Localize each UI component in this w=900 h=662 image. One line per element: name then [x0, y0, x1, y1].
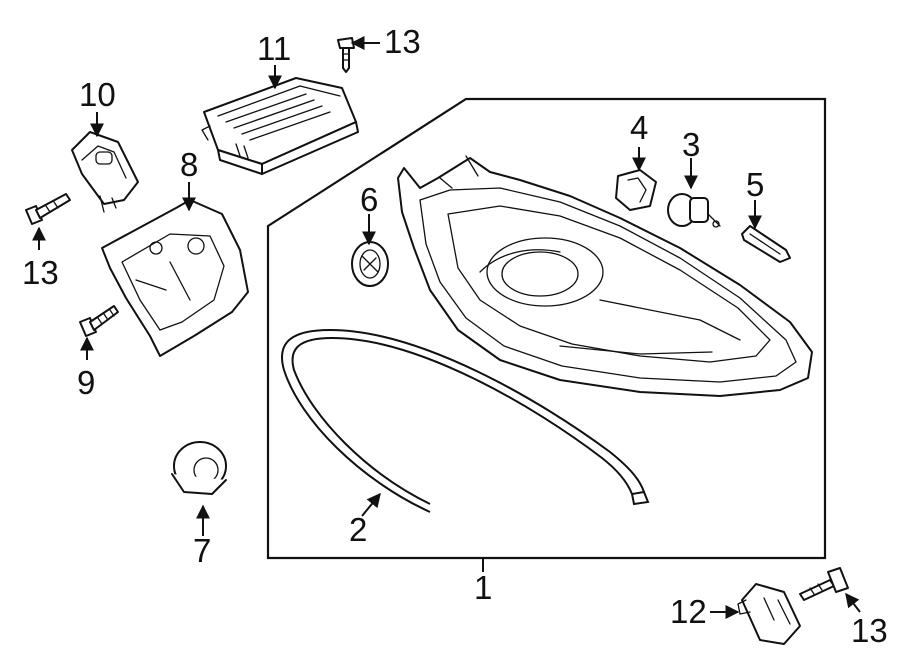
screw-part-9[interactable]	[79, 305, 119, 337]
callout-5: 5	[746, 166, 764, 203]
control-module-part-11[interactable]	[201, 77, 359, 175]
screw-part-13-right[interactable]	[799, 567, 849, 601]
callout-labels: 1 2 3 4 5 6 7 8 9 10 11 12 13 13 13	[22, 23, 888, 649]
callout-10: 10	[79, 76, 116, 113]
callout-3: 3	[682, 126, 700, 163]
seal-part[interactable]	[281, 328, 650, 513]
screw-part-13-top[interactable]	[337, 37, 355, 73]
assembly-frame	[266, 97, 827, 572]
callout-2: 2	[349, 511, 367, 548]
connector-part-12[interactable]	[737, 583, 801, 645]
grommet-part[interactable]	[351, 241, 389, 287]
module-part-10[interactable]	[71, 131, 139, 213]
screw-part-13-left[interactable]	[25, 193, 71, 225]
callout-13-left: 13	[22, 254, 59, 291]
callout-13-right: 13	[851, 612, 888, 649]
cap-part[interactable]	[171, 441, 227, 495]
bulb-cap-part[interactable]	[615, 169, 657, 211]
callout-6: 6	[360, 181, 378, 218]
clip-part[interactable]	[741, 225, 791, 263]
bulb-part[interactable]	[667, 193, 721, 228]
callout-4: 4	[630, 109, 648, 146]
callout-12: 12	[670, 593, 707, 630]
callout-13-top: 13	[384, 23, 421, 60]
bracket-part[interactable]	[101, 199, 249, 357]
callout-1: 1	[474, 569, 492, 606]
leader-lines	[32, 36, 861, 619]
callout-7: 7	[193, 532, 211, 569]
callout-9: 9	[77, 364, 95, 401]
callout-8: 8	[180, 146, 198, 183]
headlamp-assembly-part[interactable]	[397, 155, 813, 397]
callout-11: 11	[257, 30, 291, 67]
